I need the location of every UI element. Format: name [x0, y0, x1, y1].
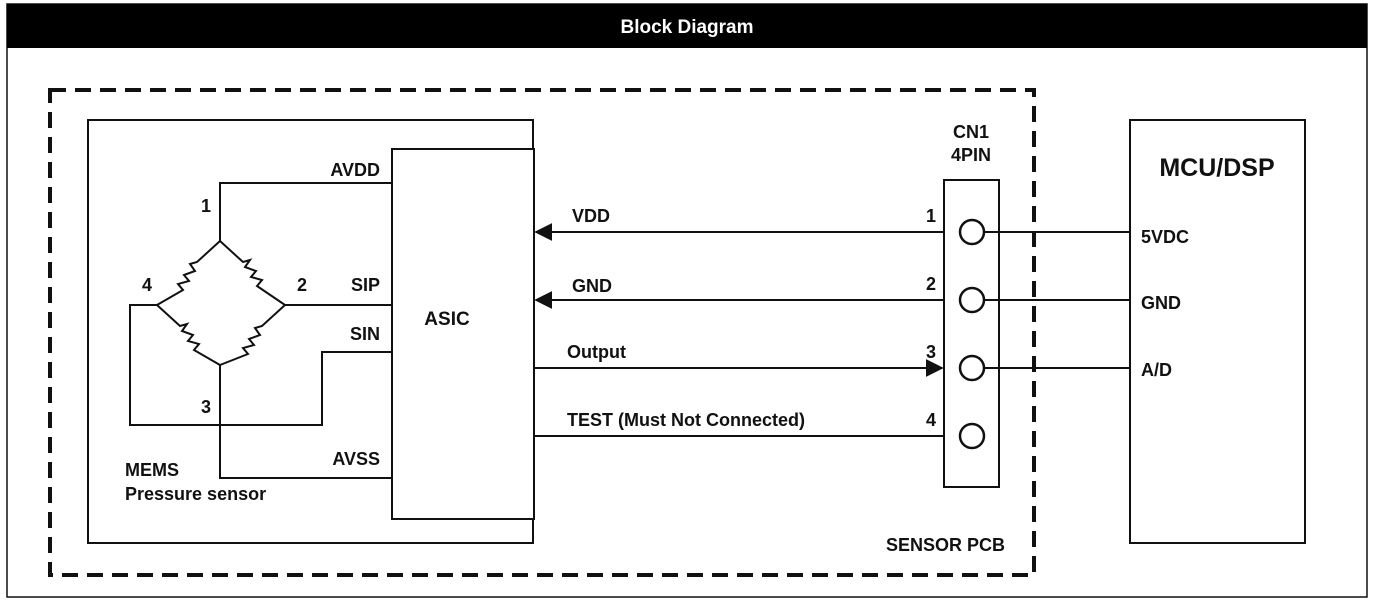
connector-pin-number-3: 3	[926, 342, 936, 362]
connector-pin-number-4: 4	[926, 410, 936, 430]
signal-vdd: VDD	[572, 206, 610, 226]
pin-sip: SIP	[351, 275, 380, 295]
signal-output: Output	[567, 342, 626, 362]
connector-pin-4	[958, 422, 986, 450]
mcu-pin-5vdc: 5VDC	[1141, 227, 1189, 247]
connector-pin-2	[958, 286, 986, 314]
connector-pin-number-1: 1	[926, 206, 936, 226]
pin-avss: AVSS	[332, 449, 380, 469]
mems-label-line2: Pressure sensor	[125, 484, 266, 504]
asic-block	[391, 148, 535, 520]
connector-pin-number-2: 2	[926, 274, 936, 294]
mcu-block	[1129, 119, 1306, 544]
connector-name: CN1	[953, 122, 989, 142]
mcu-pin-gnd: GND	[1141, 293, 1181, 313]
connector-pin-3	[958, 354, 986, 382]
bridge-node-3: 3	[201, 397, 211, 417]
mcu-wiring	[972, 231, 1130, 369]
wheatstone-bridge	[156, 240, 286, 366]
title-bar	[7, 4, 1367, 48]
mems-wiring	[129, 182, 392, 479]
mcu-label: MCU/DSP	[1159, 154, 1274, 182]
mems-label-line1: MEMS	[125, 460, 179, 480]
connector-pin-1	[958, 218, 986, 246]
bridge-node-2: 2	[297, 275, 307, 295]
pin-avdd: AVDD	[330, 160, 380, 180]
mcu-pin-ad: A/D	[1141, 360, 1172, 380]
bridge-node-1: 1	[201, 196, 211, 216]
asic-label: ASIC	[424, 309, 470, 330]
signal-gnd: GND	[572, 276, 612, 296]
sensor-pcb-boundary	[48, 88, 1036, 577]
connector-pins-label: 4PIN	[951, 145, 991, 165]
bridge-node-4: 4	[142, 275, 152, 295]
diagram-title: Block Diagram	[620, 17, 753, 38]
sensor-pcb-label: SENSOR PCB	[886, 535, 1005, 555]
pin-sin: SIN	[350, 324, 380, 344]
signal-test: TEST (Must Not Connected)	[567, 410, 805, 430]
